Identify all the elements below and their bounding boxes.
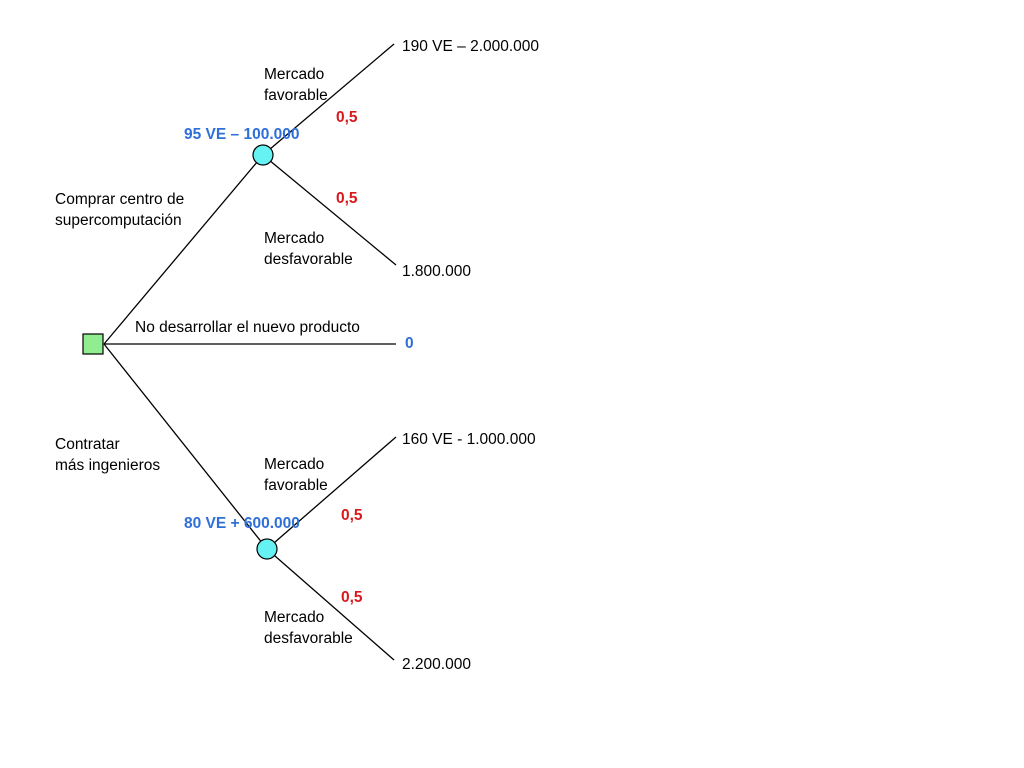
upper-unfavorable-probability: 0,5 xyxy=(336,190,358,207)
branch-hire-label-line2: más ingenieros xyxy=(55,457,161,474)
upper-expected-value: 95 VE – 100.000 xyxy=(184,126,300,143)
branch-buy-label-line1: Comprar centro de xyxy=(55,191,185,208)
decision-node xyxy=(82,333,104,355)
upper-unfavorable-line2: desfavorable xyxy=(264,251,353,268)
lower-favorable-payoff: 160 VE - 1.000.000 xyxy=(402,431,536,448)
upper-favorable-probability: 0,5 xyxy=(336,109,358,126)
lower-unfavorable-probability: 0,5 xyxy=(341,589,363,606)
upper-unfavorable-label: Mercado desfavorable xyxy=(264,228,353,270)
lower-unfavorable-line1: Mercado xyxy=(264,609,325,626)
none-payoff: 0 xyxy=(405,335,414,352)
upper-favorable-label: Mercado favorable xyxy=(264,64,328,106)
lower-unfavorable-label: Mercado desfavorable xyxy=(264,607,353,649)
upper-unfavorable-line xyxy=(262,154,397,266)
lower-unfavorable-line xyxy=(266,548,395,661)
upper-unfavorable-line1: Mercado xyxy=(264,230,325,247)
branch-buy-label-line2: supercomputación xyxy=(55,212,182,229)
lower-chance-node xyxy=(256,538,278,560)
lower-favorable-line xyxy=(266,436,397,550)
upper-favorable-line2: favorable xyxy=(264,87,328,104)
branch-hire-line xyxy=(103,343,268,550)
upper-favorable-line1: Mercado xyxy=(264,66,325,83)
upper-favorable-line xyxy=(262,43,395,156)
lower-favorable-line2: favorable xyxy=(264,477,328,494)
branch-hire-label-line1: Contratar xyxy=(55,436,120,453)
lower-favorable-probability: 0,5 xyxy=(341,507,363,524)
lower-unfavorable-payoff: 2.200.000 xyxy=(402,656,471,673)
lower-expected-value: 80 VE + 600.000 xyxy=(184,515,300,532)
branch-buy-label: Comprar centro de supercomputación xyxy=(55,189,184,231)
upper-favorable-payoff: 190 VE – 2.000.000 xyxy=(402,38,540,55)
branch-hire-label: Contratar más ingenieros xyxy=(55,434,160,476)
lower-favorable-line1: Mercado xyxy=(264,456,325,473)
lower-unfavorable-line2: desfavorable xyxy=(264,630,353,647)
upper-chance-node xyxy=(252,144,274,166)
branch-none-label: No desarrollar el nuevo producto xyxy=(135,319,360,336)
branch-buy-line xyxy=(103,154,264,345)
lower-favorable-label: Mercado favorable xyxy=(264,454,328,496)
upper-unfavorable-payoff: 1.800.000 xyxy=(402,263,471,280)
